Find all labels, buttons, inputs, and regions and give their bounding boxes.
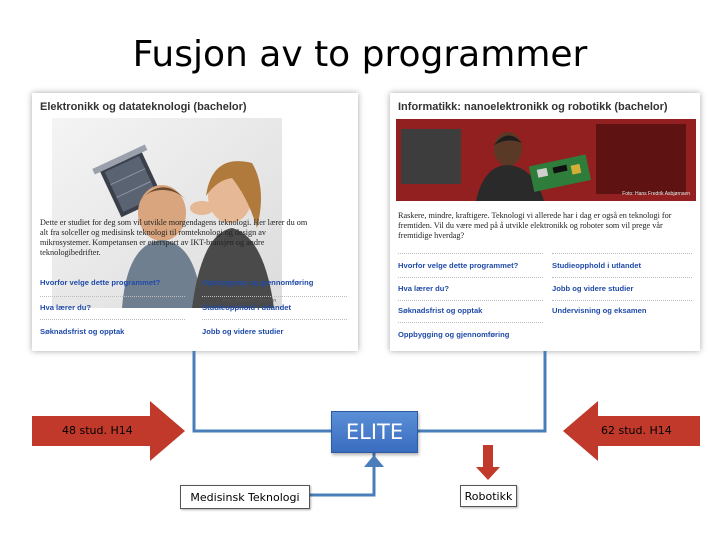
link-application[interactable]: Søknadsfrist og opptak (398, 306, 483, 315)
robotikk-box: Robotikk (460, 485, 517, 507)
link-learn[interactable]: Hva lærer du? (40, 303, 92, 312)
photo-credit: Foto: Hans Fredrik Asbjørnsen (622, 191, 690, 197)
link-teaching[interactable]: Undervisning og eksamen (552, 306, 647, 315)
program-card-elektronikk: Elektronikk og datateknologi (bachelor) (32, 93, 358, 351)
link-jobs[interactable]: Jobb og videre studier (552, 284, 634, 293)
divider (398, 300, 543, 301)
enrolment-label-left: 48 stud. H14 (62, 424, 133, 437)
divider (202, 296, 347, 297)
divider (552, 277, 692, 278)
divider (398, 253, 543, 254)
link-learn[interactable]: Hva lærer du? (398, 284, 450, 293)
divider (398, 322, 543, 323)
divider (40, 319, 185, 320)
enrolment-label-right: 62 stud. H14 (601, 424, 672, 437)
program-title: Informatikk: nanoelektronikk og robotikk… (398, 101, 668, 113)
divider (552, 253, 692, 254)
program-intro: Dette er studiet for deg som vil utvikle… (40, 218, 308, 257)
link-application[interactable]: Søknadsfrist og opptak (40, 327, 125, 336)
medisinsk-teknologi-box: Medisinsk Teknologi (180, 485, 310, 509)
link-why-choose[interactable]: Hvorfor velge dette programmet? (40, 278, 161, 287)
link-why-choose[interactable]: Hvorfor velge dette programmet? (398, 261, 519, 270)
link-structure[interactable]: Oppbygging og gjennomføring (398, 330, 510, 339)
robotics-photo-illustration (396, 119, 696, 201)
divider (202, 319, 347, 320)
connector-medisinsk (308, 451, 376, 497)
students-photo: Foto: Morten C. Hansen (52, 118, 282, 308)
divider (40, 296, 185, 297)
arrow-left-icon (563, 401, 700, 461)
link-jobs[interactable]: Jobb og videre studier (202, 327, 284, 336)
elite-box: ELITE (331, 411, 418, 453)
program-title: Elektronikk og datateknologi (bachelor) (40, 101, 247, 113)
students-photo-illustration (52, 118, 282, 308)
program-intro: Raskere, mindre, kraftigere. Teknologi v… (398, 211, 672, 240)
arrow-down-icon (476, 445, 500, 480)
connector-right (416, 351, 547, 433)
link-abroad[interactable]: Studieopphold i utlandet (552, 261, 642, 270)
robotics-photo: Foto: Hans Fredrik Asbjørnsen (396, 119, 696, 201)
program-card-informatikk: Informatikk: nanoelektronikk og robotikk… (390, 93, 700, 351)
link-abroad[interactable]: Studieopphold i utlandet (202, 303, 292, 312)
connector-left (192, 351, 331, 433)
divider (398, 277, 543, 278)
divider (552, 300, 692, 301)
arrowhead-up-icon (364, 455, 384, 467)
photo-credit: Foto: Morten C. Hansen (222, 298, 276, 304)
link-structure[interactable]: Oppbygging og gjennomføring (202, 278, 314, 287)
arrow-right-icon (32, 401, 185, 461)
slide-title: Fusjon av to programmer (132, 34, 588, 75)
